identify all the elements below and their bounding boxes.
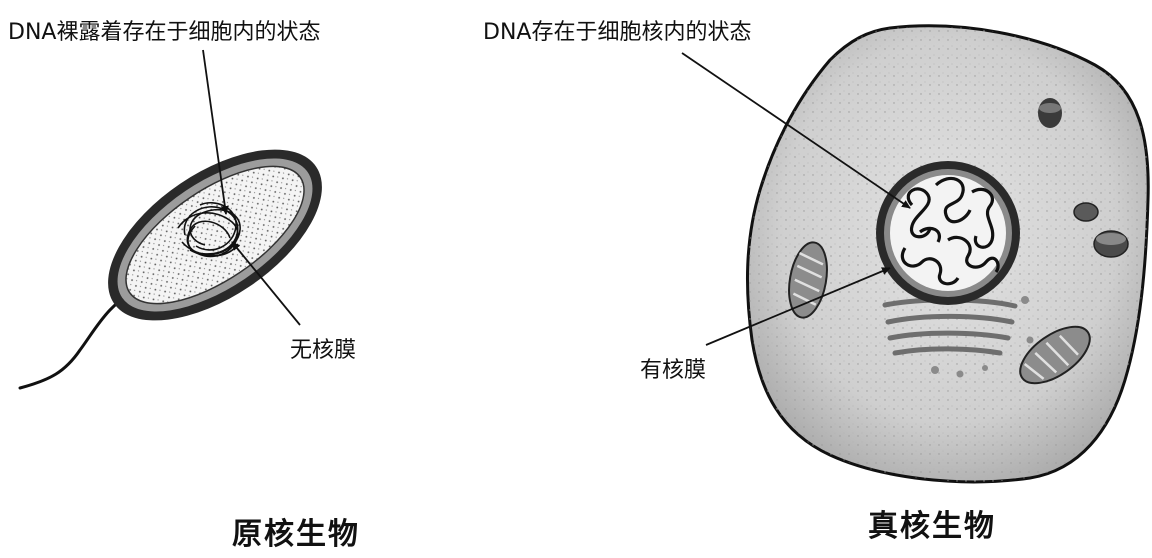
eukaryote-dna-label: DNA存在于细胞核内的状态 xyxy=(483,20,752,45)
prokaryote-dna-arrow xyxy=(202,49,229,215)
prokaryote-membrane-label: 无核膜 xyxy=(290,338,357,363)
eukaryote-cell xyxy=(745,24,1150,484)
prokaryote-membrane-arrow xyxy=(231,241,301,326)
eukaryote-dna-arrow xyxy=(681,52,911,209)
cytoplasm xyxy=(125,165,305,305)
mitochondrion-right xyxy=(1019,325,1091,385)
prokaryote-caption: 原核生物 xyxy=(232,517,360,552)
vesicle-small xyxy=(1073,202,1099,222)
prokaryote-cell xyxy=(18,149,322,390)
vesicle-large xyxy=(1093,230,1129,258)
eukaryote-caption: 真核生物 xyxy=(868,509,996,544)
nucleus xyxy=(876,161,1020,305)
chromatin-dna xyxy=(900,176,1000,286)
eukaryote-membrane-label: 有核膜 xyxy=(640,358,707,383)
eukaryote-membrane-arrow xyxy=(705,267,891,346)
prokaryote-dna-label: DNA裸露着存在于细胞内的状态 xyxy=(8,20,321,45)
lysosome xyxy=(1038,98,1062,128)
